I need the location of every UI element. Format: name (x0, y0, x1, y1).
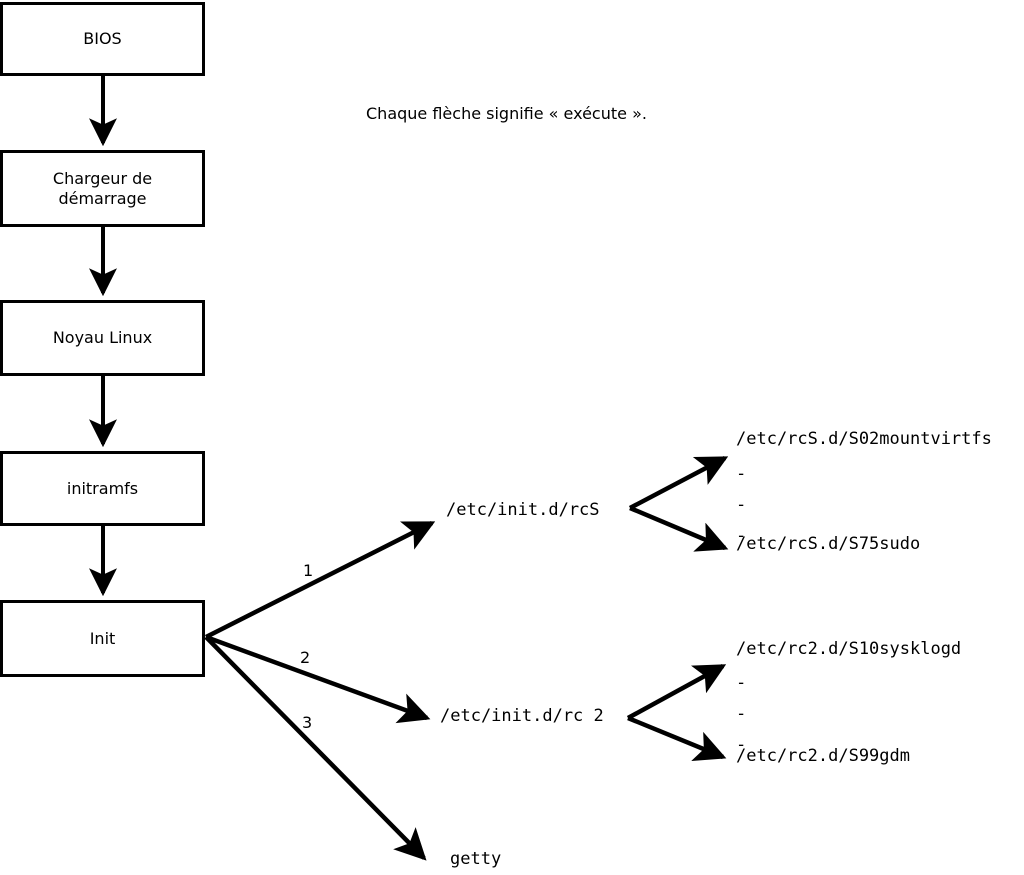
rc2-ellipsis-dot-1: - (736, 673, 747, 693)
edge-number-2: 2 (300, 648, 311, 667)
rcs-ellipsis-dot-3: - (736, 526, 747, 546)
node-bootloader: Chargeur de démarrage (0, 150, 205, 227)
arrow-init-to-getty (204, 635, 427, 861)
rc2-ellipsis: - - - (736, 668, 746, 761)
node-init-label: Init (89, 628, 116, 648)
node-kernel-label: Noyau Linux (52, 328, 153, 347)
label-rcs-first-script: /etc/rcS.d/S02mountvirtfs (736, 429, 992, 449)
label-rc2-last-script: /etc/rc2.d/S99gdm (736, 746, 910, 766)
arrow-rcs-to-first-script (628, 456, 729, 510)
arrow-rc2-to-last-script (627, 715, 727, 761)
rcs-ellipsis: - - - (736, 459, 746, 552)
arrow-init-to-rc2 (205, 634, 431, 724)
node-bios-label: BIOS (83, 29, 122, 48)
node-bootloader-label: Chargeur de démarrage (52, 168, 153, 208)
node-bios: BIOS (0, 2, 205, 76)
rc2-ellipsis-dot-3: - (736, 735, 747, 755)
arrow-rcs-to-last-script (629, 505, 729, 552)
label-etc-init-d-rc2: /etc/init.d/rc 2 (440, 706, 604, 726)
rc2-ellipsis-dot-2: - (736, 704, 747, 724)
node-initramfs-label: initramfs (66, 478, 139, 498)
label-rcs-last-script: /etc/rcS.d/S75sudo (736, 534, 921, 554)
label-rc2-first-script: /etc/rc2.d/S10sysklogd (736, 639, 962, 659)
rcs-ellipsis-dot-1: - (736, 464, 747, 484)
arrow-rc2-to-first-script (626, 664, 727, 720)
diagram-caption: Chaque flèche signifie « exécute ». (366, 104, 647, 123)
arrow-init-to-rcs (204, 520, 436, 640)
edge-number-1: 1 (303, 561, 314, 580)
node-kernel: Noyau Linux (0, 300, 205, 376)
label-etc-init-d-rcs: /etc/init.d/rcS (446, 500, 600, 520)
rcs-ellipsis-dot-2: - (736, 495, 747, 515)
node-init: Init (0, 600, 205, 677)
node-initramfs: initramfs (0, 451, 205, 526)
edge-number-3: 3 (302, 713, 313, 732)
label-getty: getty (450, 849, 502, 869)
